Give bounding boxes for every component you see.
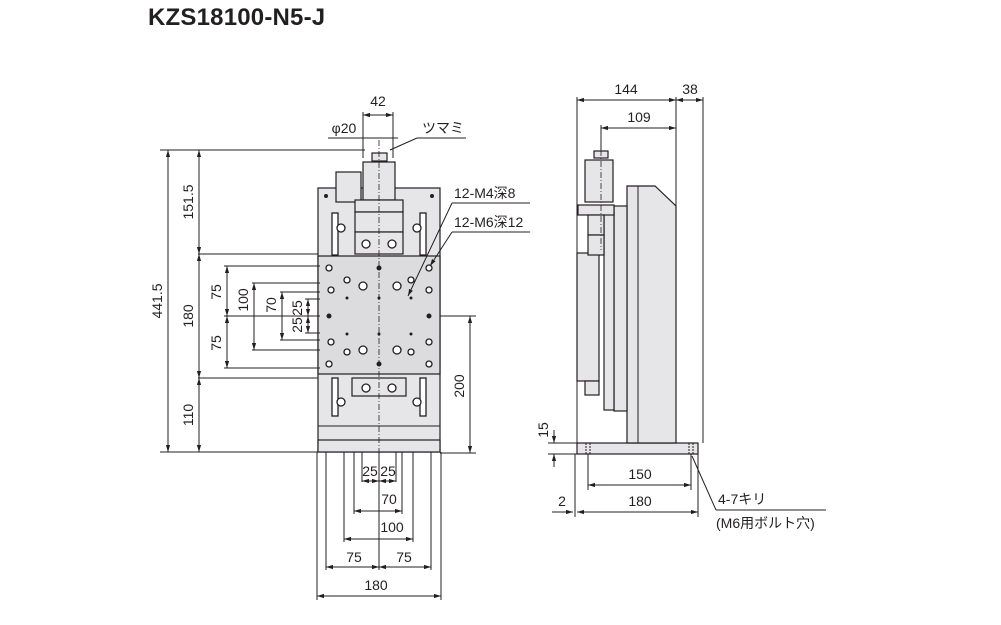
dim-180-left: 180 — [180, 304, 196, 328]
dim-200: 200 — [451, 374, 467, 398]
dim-75-upper: 75 — [208, 284, 224, 300]
knob — [371, 152, 388, 162]
dim-25-lower: 25 — [289, 317, 305, 333]
side-table — [576, 252, 600, 382]
dim-15: 15 — [535, 422, 551, 438]
dim-100-vertical: 100 — [235, 288, 251, 312]
drawing-title: KZS18100-N5-J — [148, 4, 326, 31]
dim-100-bottom: 100 — [380, 519, 404, 535]
dim-441-5: 441.5 — [149, 283, 165, 318]
dim-70-vertical: 70 — [263, 297, 279, 313]
dim-75-bottom-right: 75 — [396, 549, 412, 565]
side-motor — [584, 159, 614, 203]
dim-25-upper: 25 — [289, 300, 305, 316]
callout-bolt-note: (M6用ボルト穴) — [716, 515, 815, 531]
dim-75-lower: 75 — [208, 335, 224, 351]
knob-label: ツマミ — [422, 120, 464, 136]
dim-180-bottom: 180 — [364, 577, 388, 593]
motor-connector — [335, 171, 362, 203]
dim-150: 150 — [628, 466, 652, 482]
side-column — [626, 185, 677, 444]
dim-38: 38 — [682, 81, 698, 97]
side-base-plate — [576, 442, 699, 455]
dim-109: 109 — [627, 109, 651, 125]
callout-m4: 12-M4深8 — [454, 185, 516, 201]
dim-phi20: φ20 — [332, 120, 357, 136]
dim-42: 42 — [370, 93, 386, 109]
dim-151-5: 151.5 — [180, 184, 196, 219]
dim-25-bottom-right: 25 — [380, 463, 396, 479]
callout-m6: 12-M6深12 — [454, 214, 523, 230]
dim-75-bottom-left: 75 — [346, 549, 362, 565]
dim-110: 110 — [180, 404, 196, 427]
dim-144: 144 — [614, 81, 638, 97]
dim-70-bottom: 70 — [381, 491, 397, 507]
dim-180-side: 180 — [628, 493, 652, 509]
side-view: 144 38 109 15 150 180 2 4-7キリ (M6用ボルト穴) — [535, 81, 826, 531]
dim-2: 2 — [558, 493, 566, 509]
callout-bolt-holes: 4-7キリ — [718, 491, 766, 507]
dim-25-bottom-left: 25 — [362, 463, 378, 479]
mounting-holes — [324, 194, 434, 407]
front-view: 42 φ20 ツマミ 12-M4深8 12-M6深12 441.5 151.5 … — [149, 93, 530, 600]
